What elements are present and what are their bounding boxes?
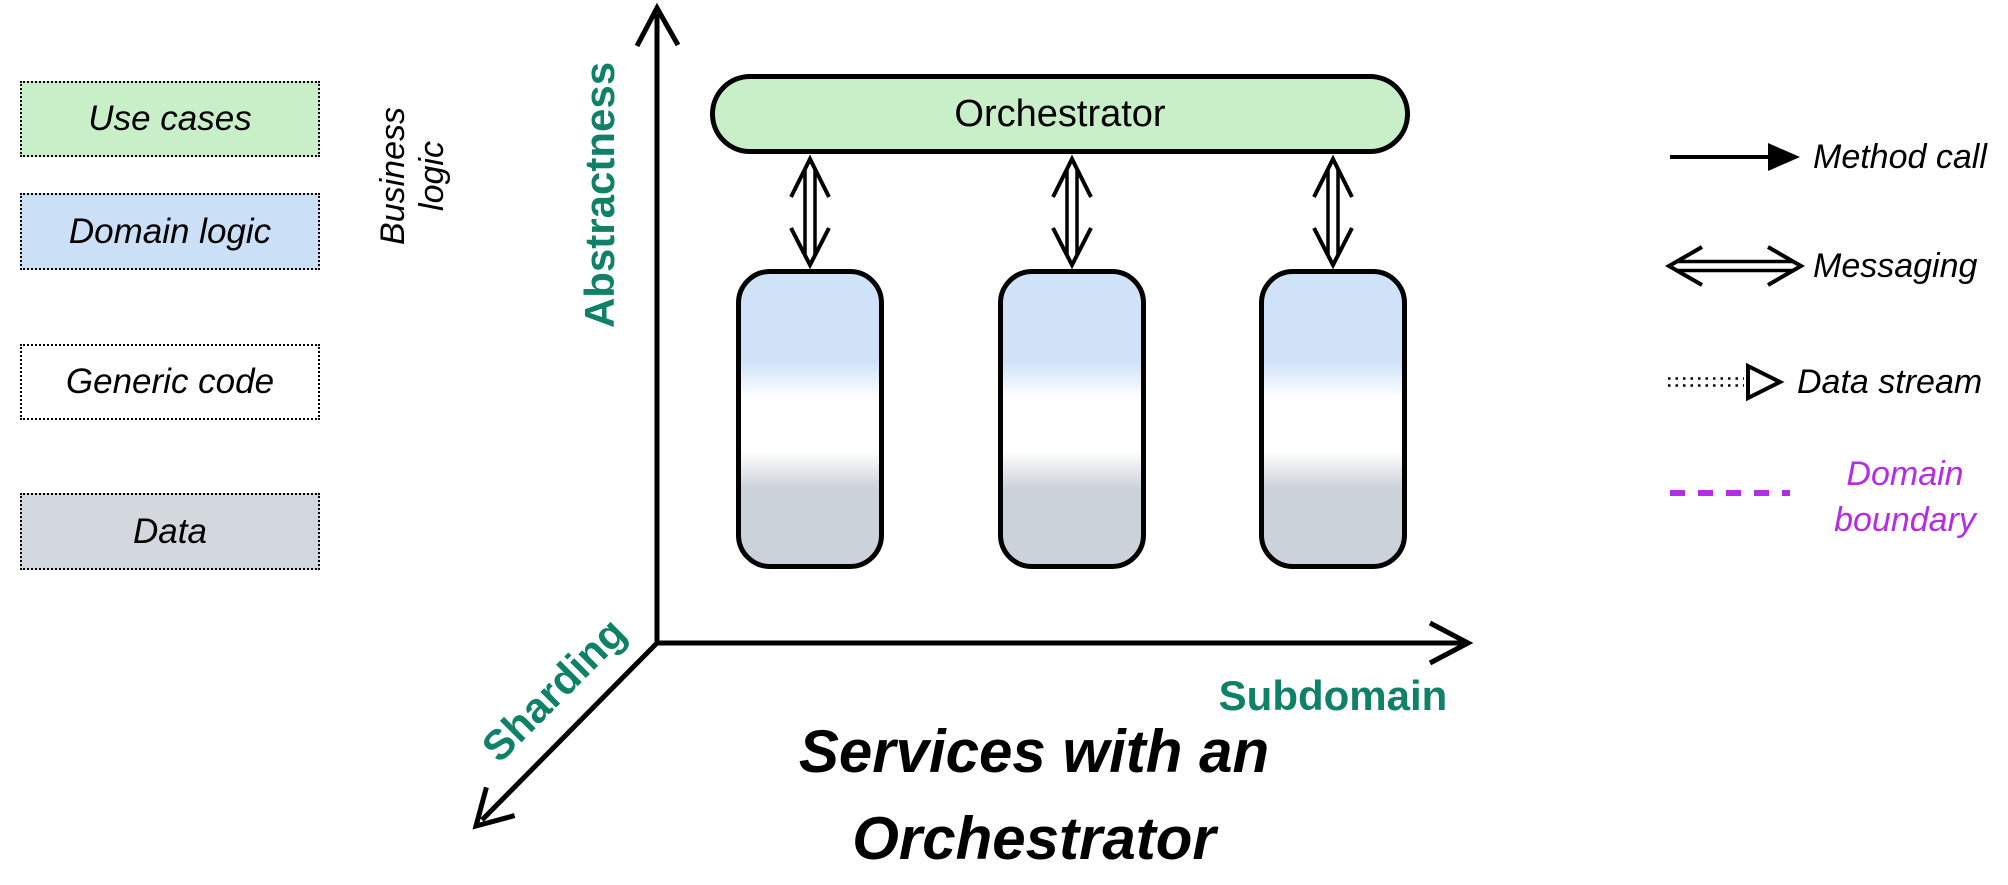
y-axis-arrowhead-icon xyxy=(634,2,681,48)
z-axis-arrowhead-icon xyxy=(472,786,516,830)
data-stream-arrow-icon xyxy=(1668,362,1785,402)
messaging-arrow-3 xyxy=(1312,154,1354,270)
method-call-arrow-icon xyxy=(1670,143,1800,171)
x-axis-label: Subdomain xyxy=(1218,672,1448,719)
diagram-title-line2: Orchestrator xyxy=(852,805,1216,872)
messaging-arrow-icon xyxy=(1664,245,1806,287)
legend-label-use-cases: Use cases xyxy=(88,99,252,138)
messaging-arrow-2 xyxy=(1051,154,1093,270)
orchestrator-node: Orchestrator xyxy=(710,74,1410,154)
domain-boundary-label: Domain boundary xyxy=(1800,452,2008,544)
method-call-label: Method call xyxy=(1813,137,1987,176)
service-node-2 xyxy=(998,269,1146,569)
legend-box-generic-code: Generic code xyxy=(20,344,320,420)
z-axis-line xyxy=(480,641,659,822)
domain-boundary-line2: boundary xyxy=(1834,500,1976,539)
legend-label-data: Data xyxy=(133,511,207,551)
messaging-arrow-1 xyxy=(789,154,831,270)
service-node-3 xyxy=(1259,269,1407,569)
data-stream-label: Data stream xyxy=(1797,362,1983,401)
messaging-label: Messaging xyxy=(1813,246,1978,285)
legend-label-generic-code: Generic code xyxy=(65,362,275,401)
diagram-title-line1: Services with an xyxy=(798,718,1270,785)
legend-box-domain-logic: Domain logic xyxy=(20,193,320,270)
domain-boundary-line1: Domain xyxy=(1846,455,1964,493)
diagram-title: Services with an Orchestrator xyxy=(634,708,1434,882)
orchestrator-label: Orchestrator xyxy=(954,92,1166,135)
x-axis-arrowhead-icon xyxy=(1428,620,1474,666)
legend-box-data: Data xyxy=(20,493,320,570)
legend-box-use-cases: Use cases xyxy=(20,81,320,157)
legend-label-domain-logic: Domain logic xyxy=(68,211,272,251)
service-node-1 xyxy=(736,269,884,569)
